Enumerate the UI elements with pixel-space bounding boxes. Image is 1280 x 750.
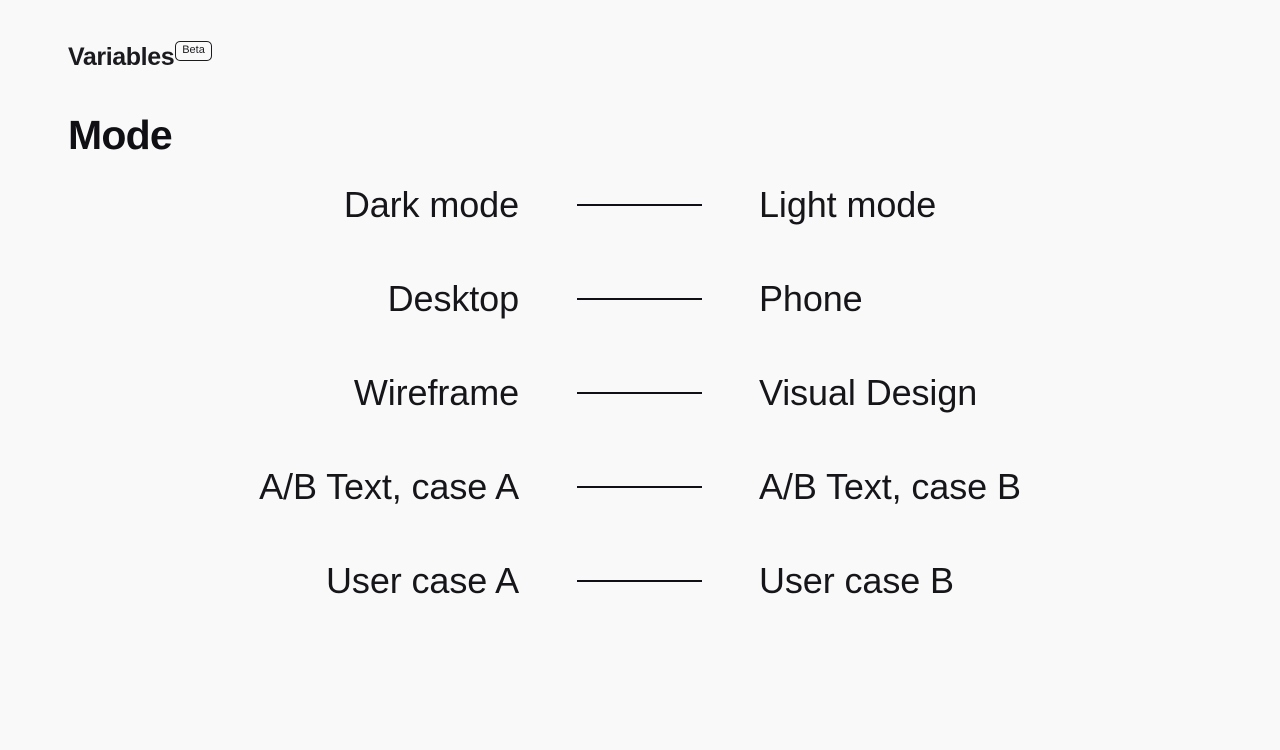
variable-mode-row[interactable]: A/B Text, case A A/B Text, case B [0, 463, 1280, 510]
connector-wrap [519, 297, 759, 300]
mode-label-right[interactable]: Visual Design [759, 371, 978, 413]
mode-label-right[interactable]: Light mode [759, 183, 937, 225]
connector-wrap [519, 391, 759, 394]
mode-label-left[interactable]: A/B Text, case A [259, 465, 519, 507]
connector-wrap [519, 485, 759, 488]
variable-mode-list: Dark mode Light mode Desktop Phone Wiref… [0, 181, 1280, 604]
connector-wrap [519, 203, 759, 206]
connector-line-icon [576, 485, 702, 488]
page-title: Variables [68, 43, 175, 71]
mode-label-right[interactable]: A/B Text, case B [759, 465, 1021, 507]
mode-label-right[interactable]: User case B [759, 559, 954, 601]
variable-mode-row[interactable]: User case A User case B [0, 557, 1280, 604]
connector-line-icon [576, 203, 702, 206]
connector-line-icon [576, 579, 702, 582]
app-header: Variables Beta [68, 41, 212, 72]
mode-label-left[interactable]: Wireframe [353, 371, 519, 413]
beta-badge: Beta [175, 41, 212, 61]
section-title-mode: Mode [68, 112, 173, 158]
variable-mode-row[interactable]: Desktop Phone [0, 275, 1280, 322]
mode-label-left[interactable]: Dark mode [343, 183, 519, 225]
connector-wrap [519, 579, 759, 582]
mode-label-left[interactable]: User case A [326, 559, 519, 601]
connector-line-icon [576, 297, 702, 300]
mode-label-left[interactable]: Desktop [387, 277, 519, 319]
connector-line-icon [576, 391, 702, 394]
mode-label-right[interactable]: Phone [759, 277, 863, 319]
variable-mode-row[interactable]: Dark mode Light mode [0, 181, 1280, 228]
variable-mode-row[interactable]: Wireframe Visual Design [0, 369, 1280, 416]
